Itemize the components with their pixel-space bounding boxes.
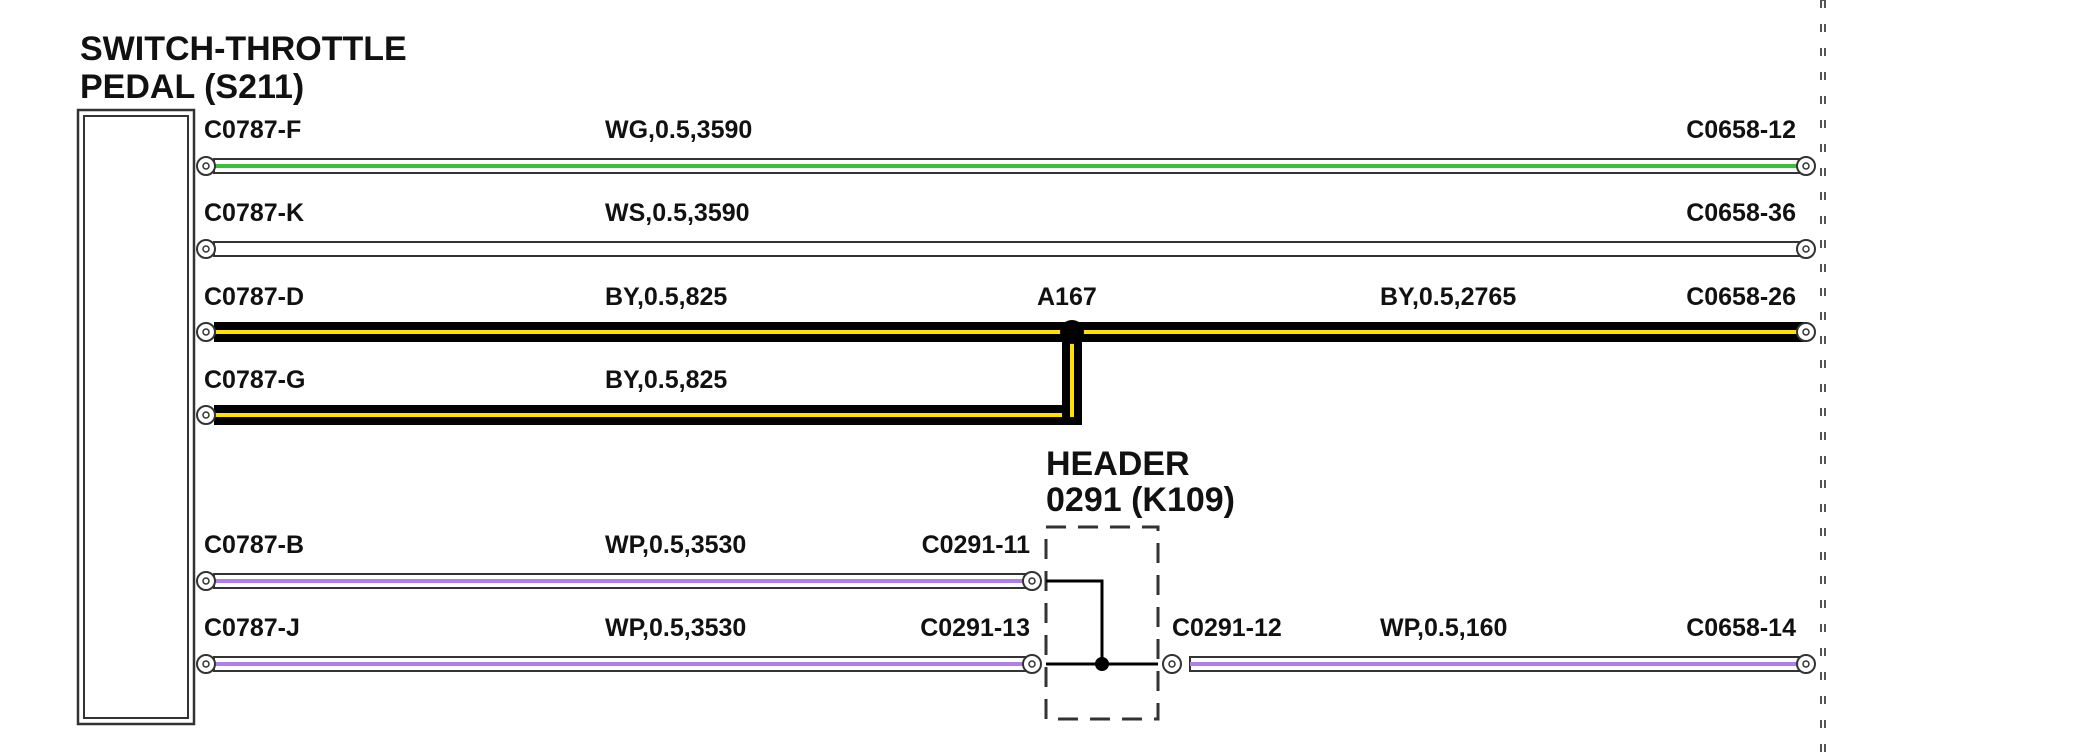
- terminal-c0658-36[interactable]: [1796, 239, 1816, 259]
- spec-label-c0787-j: WP,0.5,3530: [605, 614, 746, 642]
- switch-title-line1: SWITCH-THROTTLE: [80, 30, 407, 68]
- pin-label-c0787-j: C0787-J: [204, 614, 300, 642]
- terminal-c0787-j[interactable]: [196, 654, 216, 674]
- terminal-c0787-k[interactable]: [196, 239, 216, 259]
- connector-c0658-boundary: [1820, 0, 1826, 754]
- wire-c0787-f[interactable]: [213, 158, 1807, 174]
- switch-component-inner: [83, 115, 189, 719]
- wire-c0787-j[interactable]: [213, 656, 1029, 672]
- spec-label-c0291-12: WP,0.5,160: [1380, 614, 1507, 642]
- wire-c0787-d[interactable]: [214, 322, 1806, 342]
- pin-label-c0291-13: C0291-13: [920, 614, 1030, 642]
- switch-component-outer: [76, 108, 196, 726]
- wire-c0291-12[interactable]: [1189, 656, 1807, 672]
- spec-label-c0787-k: WS,0.5,3590: [605, 199, 750, 227]
- wire-c0787-g[interactable]: [214, 332, 1082, 425]
- terminal-c0291-13[interactable]: [1022, 654, 1042, 674]
- spec-label-c0787-b: WP,0.5,3530: [605, 531, 746, 559]
- splice-a167: [1060, 320, 1084, 344]
- spec-label-c0787-g: BY,0.5,825: [605, 366, 727, 394]
- header-bus-top: [1046, 579, 1104, 664]
- spec-label-c0787-d: BY,0.5,825: [605, 283, 727, 311]
- pin-label-c0291-11: C0291-11: [922, 531, 1031, 559]
- pin-label-c0787-d: C0787-D: [204, 283, 304, 311]
- spec-label-c0787-d-right: BY,0.5,2765: [1380, 283, 1516, 311]
- wire-c0787-k[interactable]: [213, 241, 1807, 257]
- splice-label-a167: A167: [1037, 283, 1097, 311]
- terminal-c0787-b[interactable]: [196, 571, 216, 591]
- terminal-c0787-f[interactable]: [196, 156, 216, 176]
- switch-title-line2: PEDAL (S211): [80, 68, 304, 106]
- header-title-line2: 0291 (K109): [1046, 481, 1235, 519]
- header-component-box: [1044, 525, 1160, 721]
- spec-label-c0787-f: WG,0.5,3590: [605, 116, 752, 144]
- terminal-c0658-14[interactable]: [1796, 654, 1816, 674]
- terminal-c0787-d[interactable]: [196, 322, 216, 342]
- pin-label-c0658-36: C0658-36: [1686, 199, 1796, 227]
- wire-c0787-b[interactable]: [213, 573, 1029, 589]
- terminal-c0658-12[interactable]: [1796, 156, 1816, 176]
- pin-label-c0658-26: C0658-26: [1686, 283, 1796, 311]
- pin-label-c0658-12: C0658-12: [1686, 116, 1796, 144]
- pin-label-c0291-12: C0291-12: [1172, 614, 1282, 642]
- header-junction-dot: [1095, 657, 1109, 671]
- pin-label-c0787-k: C0787-K: [204, 199, 304, 227]
- terminal-c0291-11[interactable]: [1022, 571, 1042, 591]
- terminal-c0658-26[interactable]: [1796, 322, 1816, 342]
- pin-label-c0787-g: C0787-G: [204, 366, 305, 394]
- pin-label-c0787-f: C0787-F: [204, 116, 301, 144]
- pin-label-c0658-14: C0658-14: [1686, 614, 1796, 642]
- terminal-c0787-g[interactable]: [196, 405, 216, 425]
- terminal-c0291-12[interactable]: [1162, 654, 1182, 674]
- header-title-line1: HEADER: [1046, 445, 1190, 483]
- pin-label-c0787-b: C0787-B: [204, 531, 304, 559]
